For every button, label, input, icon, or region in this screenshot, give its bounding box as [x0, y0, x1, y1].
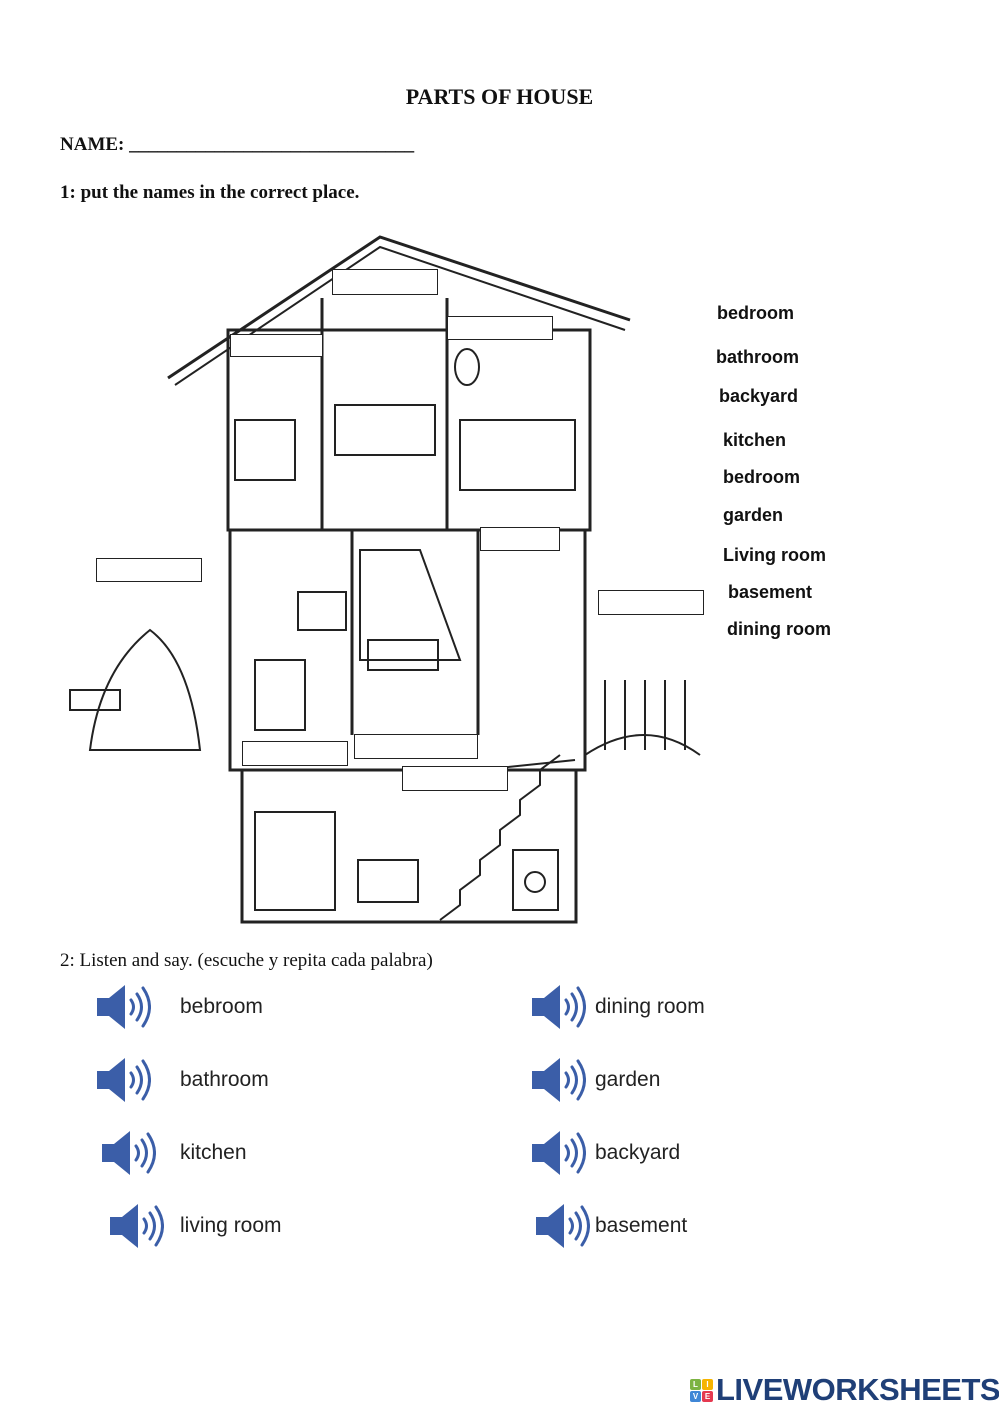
speaker-icon[interactable] [95, 1056, 151, 1104]
answer-box-bedroom-right[interactable] [447, 316, 553, 340]
word-bank-item[interactable]: dining room [727, 619, 831, 639]
audio-word-label: backyard [595, 1141, 681, 1164]
speaker-icon[interactable] [530, 1056, 586, 1104]
name-label: NAME: ______________________________ [60, 134, 415, 155]
answer-box-kitchen-top[interactable] [480, 527, 560, 551]
answer-box-backyard[interactable] [598, 590, 704, 615]
audio-word-label: kitchen [180, 1141, 247, 1164]
audio-word-label: dining room [595, 995, 705, 1018]
answer-box-bathroom-top[interactable] [332, 269, 438, 295]
audio-word-label: bebroom [180, 995, 263, 1018]
audio-word-label: living room [180, 1214, 282, 1237]
answer-box-dining-room[interactable] [354, 734, 478, 759]
house-illustration [69, 235, 701, 924]
word-bank-item[interactable]: garden [723, 505, 784, 525]
word-bank-item[interactable]: Living room [723, 545, 826, 565]
audio-word-label: bathroom [180, 1068, 269, 1091]
word-bank-item[interactable]: bathroom [716, 347, 799, 367]
speaker-icon[interactable] [530, 1129, 586, 1177]
instruction-2: 2: Listen and say. (escuche y repita cad… [60, 950, 433, 971]
word-bank-item[interactable]: basement [728, 582, 813, 602]
speaker-icon[interactable] [100, 1129, 156, 1177]
audio-word-label: garden [595, 1068, 661, 1091]
instruction-1: 1: put the names in the correct place. [60, 182, 360, 203]
word-bank-item[interactable]: bedroom [723, 467, 801, 487]
speaker-icon[interactable] [530, 983, 586, 1031]
speaker-icon[interactable] [534, 1202, 590, 1250]
answer-box-basement[interactable] [402, 766, 508, 791]
answer-box-garden[interactable] [96, 558, 202, 582]
word-bank-item[interactable]: bedroom [717, 303, 795, 323]
speaker-icon[interactable] [108, 1202, 164, 1250]
audio-word-label: basement [595, 1214, 688, 1237]
word-bank-item[interactable]: backyard [719, 386, 799, 406]
speaker-icon[interactable] [95, 983, 151, 1031]
worksheet-title: PARTS OF HOUSE [405, 84, 594, 109]
answer-box-living-room[interactable] [242, 741, 348, 766]
answer-box-bedroom-left[interactable] [230, 334, 323, 357]
word-bank-item[interactable]: kitchen [723, 430, 787, 450]
